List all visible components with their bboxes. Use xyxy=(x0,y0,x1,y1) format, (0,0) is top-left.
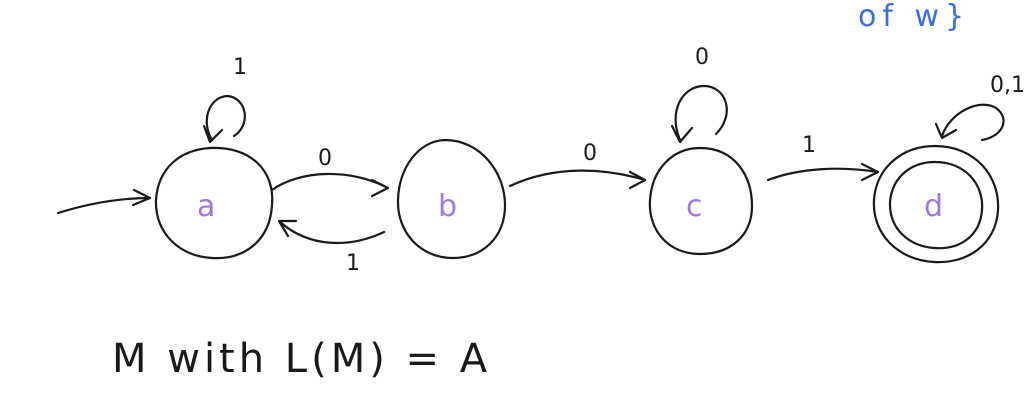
loop-c: 0 xyxy=(670,45,728,144)
state-b-label: b xyxy=(438,189,457,224)
start-arrow xyxy=(56,188,152,215)
state-b: b xyxy=(396,138,507,260)
edge-b-a-symbol: 1 xyxy=(346,251,360,276)
edge-c-d-symbol: 1 xyxy=(802,133,816,158)
loop-d-symbol: 0,1 xyxy=(990,73,1025,98)
corner-note: of w} xyxy=(858,0,970,34)
state-a: a xyxy=(154,146,274,260)
edge-c-d: 1 xyxy=(766,133,880,182)
loop-c-symbol: 0 xyxy=(695,45,709,70)
state-a-label: a xyxy=(197,189,215,224)
state-d-label: d xyxy=(924,189,943,224)
state-c: c xyxy=(648,146,754,256)
edge-a-b-symbol: 0 xyxy=(318,146,332,171)
loop-a: 1 xyxy=(202,55,247,144)
state-d: d xyxy=(872,144,1000,264)
loop-a-symbol: 1 xyxy=(233,55,247,80)
edge-b-c: 0 xyxy=(508,141,647,190)
edge-b-a: 1 xyxy=(277,219,386,276)
state-c-label: c xyxy=(686,189,703,224)
edge-b-c-symbol: 0 xyxy=(583,141,597,166)
caption: M with L(M) = A xyxy=(112,336,491,382)
loop-d: 0,1 xyxy=(934,73,1025,142)
edge-a-b: 0 xyxy=(270,146,390,198)
